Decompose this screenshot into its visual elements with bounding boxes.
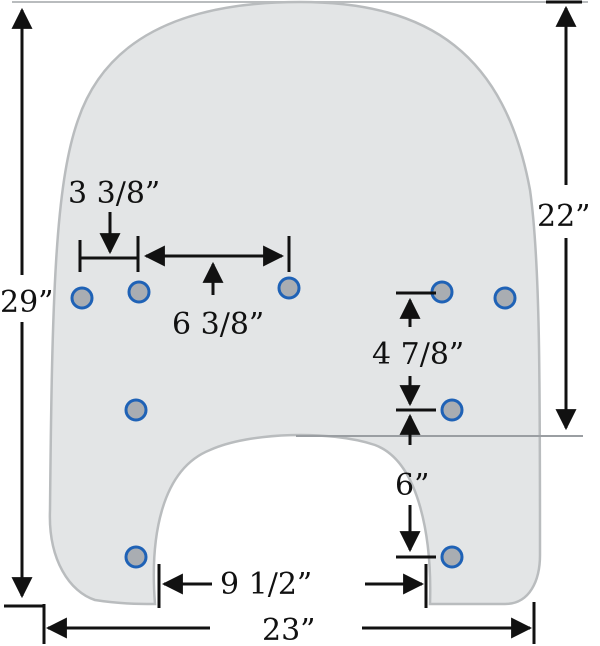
label-right-upper-spacing: 4 7/8” [372,337,464,372]
label-left-hole-spacing: 3 3/8” [68,176,160,211]
windshield-shape [48,0,542,606]
dimension-left-hole-spacing [78,212,140,272]
label-overall-width: 23” [262,613,316,646]
label-right-lower-spacing: 6” [395,468,429,503]
mounting-hole [277,276,301,300]
dimension-cutout-width [157,564,428,608]
label-upper-height: 22” [537,199,591,234]
mounting-hole [124,398,148,422]
mounting-hole [124,545,148,569]
mounting-hole [440,545,464,569]
label-overall-height: 29” [0,285,54,320]
mounting-hole [70,286,94,310]
dimension-overall-width [42,602,536,644]
mounting-hole [440,398,464,422]
dimension-upper-hole-spacing [143,236,291,295]
mounting-hole [493,286,517,310]
dimension-right-lower-spacing [396,413,436,559]
mounting-holes [70,276,517,569]
dimension-overall-height [4,7,44,608]
dimension-right-upper-spacing [396,291,436,412]
mounting-hole [127,280,151,304]
dimension-upper-height [546,0,582,431]
label-upper-hole-spacing: 6 3/8” [172,307,264,342]
label-cutout-width: 9 1/2” [220,567,312,602]
